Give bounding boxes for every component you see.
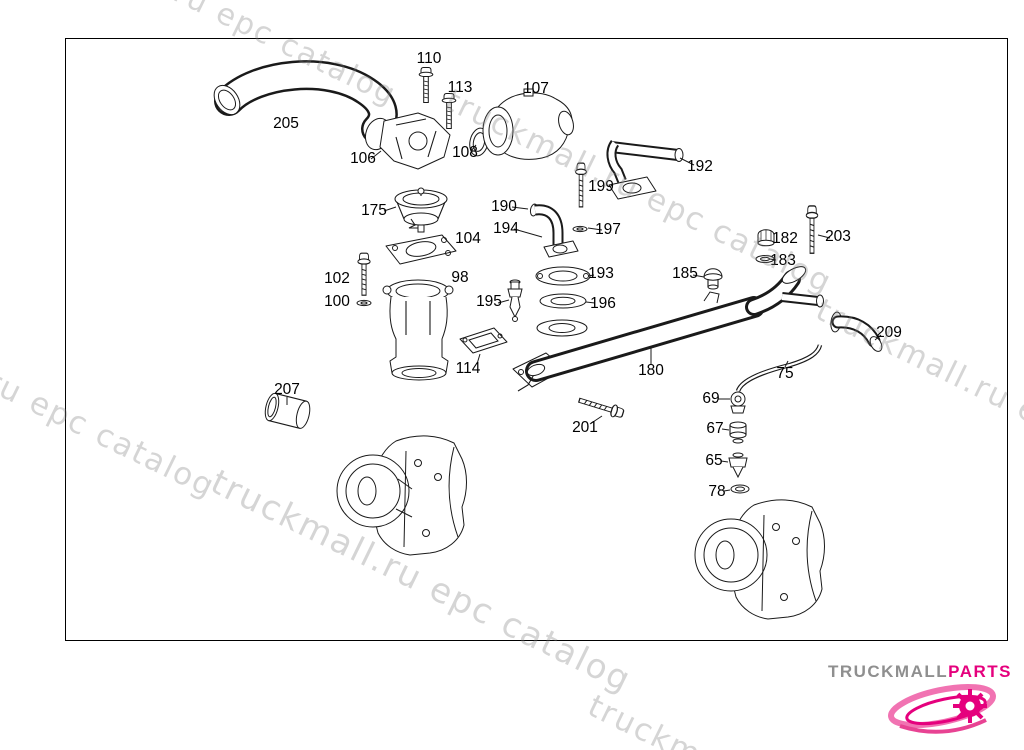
brand-logo: TRUCKMALLPARTS (828, 662, 1012, 738)
part-75-small-pipe (735, 344, 823, 393)
part-label-197: 197 (595, 221, 621, 238)
part-label-183: 183 (770, 252, 796, 269)
part-label-199: 199 (588, 178, 614, 195)
part-label-190: 190 (491, 198, 517, 215)
part-192-pipe (606, 140, 684, 200)
part-label-100: 100 (324, 293, 350, 310)
water-pump-right (694, 499, 825, 620)
diagram-frame: 110 113 107 205 106 108 192 199 175 190 194 197 104 1… (65, 38, 1008, 641)
part-78-seal-ring (730, 484, 750, 494)
part-label-193: 193 (588, 265, 614, 282)
part-label-175: 175 (361, 202, 387, 219)
part-207-sleeve (264, 392, 311, 429)
pipe-flange-oval (536, 319, 588, 337)
part-label-65: 65 (705, 452, 723, 469)
part-label-195: 195 (476, 293, 502, 310)
part-label-78: 78 (708, 483, 726, 500)
part-69-banjo-fitting (730, 391, 746, 414)
part-98-thermostat-housing (382, 279, 454, 381)
brand-logo-text: TRUCKMALLPARTS (828, 662, 1012, 682)
part-label-194: 194 (493, 220, 519, 237)
part-label-201: 201 (572, 419, 598, 436)
part-label-110: 110 (416, 50, 442, 67)
part-label-67: 67 (706, 420, 724, 437)
part-label-180: 180 (638, 362, 664, 379)
part-114-gasket (459, 327, 508, 354)
part-label-108: 108 (452, 144, 478, 161)
part-106-connector-housing (364, 112, 451, 170)
part-label-196: 196 (590, 295, 616, 312)
part-label-185: 185 (672, 265, 698, 282)
part-180-coolant-pipe (512, 266, 824, 392)
part-183-seal (755, 255, 775, 263)
part-195-fitting (507, 279, 523, 322)
part-205-hose (213, 60, 398, 144)
part-label-205: 205 (273, 115, 299, 132)
part-182-cap (757, 229, 775, 247)
part-67-valve (729, 421, 747, 444)
part-label-207: 207 (274, 381, 300, 398)
part-label-104: 104 (455, 230, 481, 247)
part-190-194-elbow (529, 203, 579, 258)
exploded-parts-diagram (213, 60, 883, 620)
part-label-layer: 110 113 107 205 106 108 192 199 175 190 194 197 104 1… (66, 39, 1007, 640)
part-209-hose (830, 311, 883, 352)
brand-name-pink: PARTS (948, 662, 1012, 681)
part-label-102: 102 (324, 270, 350, 287)
part-107-outlet-housing (482, 88, 574, 160)
part-193-gasket (535, 266, 591, 286)
brand-name-gray: TRUCKMALL (827, 662, 949, 681)
part-label-209: 209 (876, 324, 902, 341)
leader-lines (286, 144, 882, 492)
part-label-98: 98 (451, 269, 469, 286)
part-175-thermostat (394, 187, 448, 233)
part-185-plug (703, 268, 723, 290)
part-label-182: 182 (772, 230, 798, 247)
part-label-192: 192 (687, 158, 713, 175)
part-65-fitting (728, 452, 748, 479)
logo-gear-swirl-icon (888, 683, 996, 734)
part-label-106: 106 (350, 150, 376, 167)
water-pump-left (336, 435, 467, 556)
part-196-gasket (539, 293, 587, 309)
part-label-75: 75 (776, 365, 794, 382)
part-label-69: 69 (702, 390, 720, 407)
part-label-114: 114 (455, 360, 481, 377)
part-label-203: 203 (825, 228, 851, 245)
part-label-113: 113 (447, 79, 473, 96)
part-104-gasket (385, 234, 457, 265)
part-label-107: 107 (523, 80, 549, 97)
